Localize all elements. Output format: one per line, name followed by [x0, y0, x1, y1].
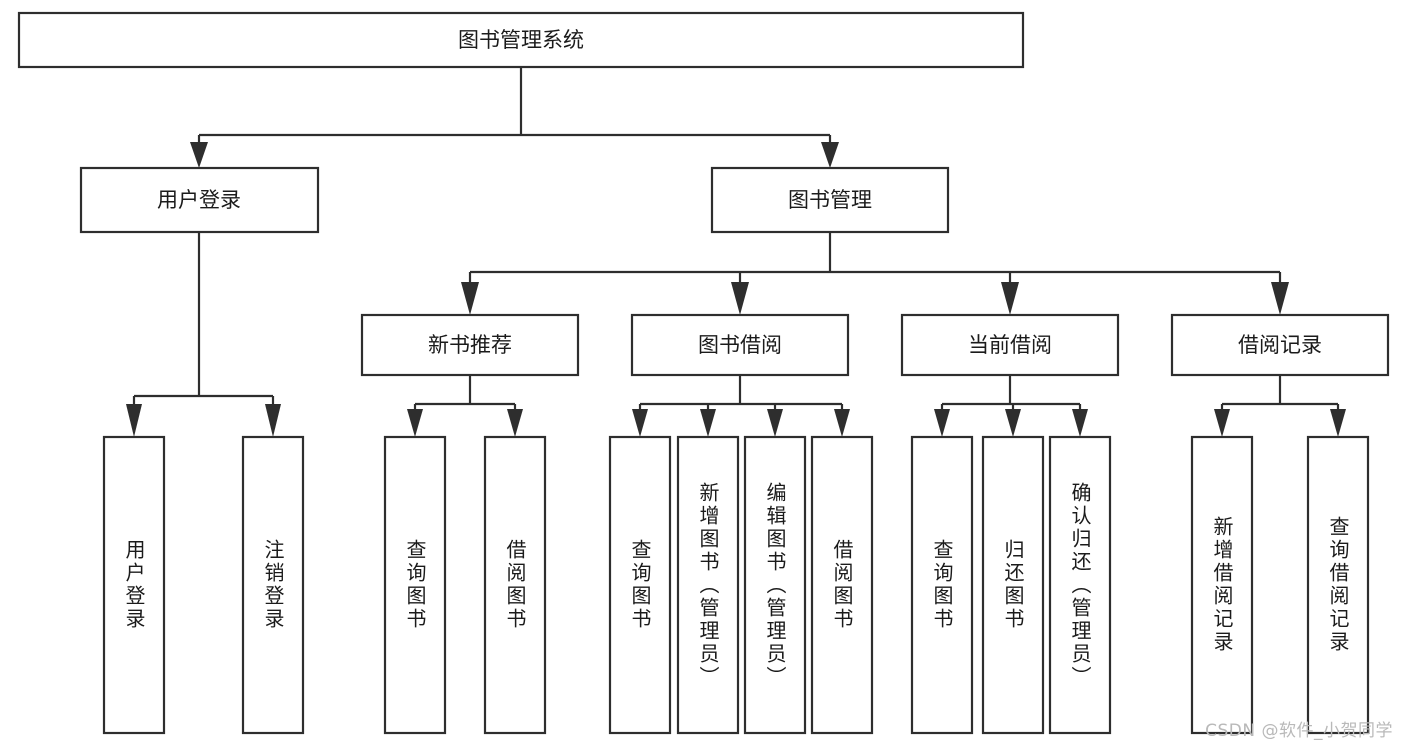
arrow-to-leaf-add-record	[1214, 409, 1230, 437]
node-user-login[interactable]: 用户登录	[79, 166, 320, 234]
connector-group-root	[190, 67, 839, 168]
node-current-borrow[interactable]: 当前借阅	[900, 313, 1120, 377]
node-book-manage[interactable]: 图书管理	[710, 166, 950, 234]
connector-group-new-book-rec	[407, 375, 523, 437]
arrow-to-leaf-query-record	[1330, 409, 1346, 437]
node-book-manage-box[interactable]	[710, 166, 950, 234]
arrow-to-leaf-borrow-book-1	[507, 409, 523, 437]
arrow-to-leaf-confirm-return	[1072, 409, 1088, 437]
arrow-to-new-book-rec	[461, 282, 479, 315]
node-borrow-record[interactable]: 借阅记录	[1170, 313, 1390, 377]
arrow-to-user-login	[190, 142, 208, 168]
node-borrow-record-box[interactable]	[1170, 313, 1390, 377]
node-leaf-borrow-book-2-box[interactable]	[810, 435, 874, 735]
node-book-manage-label: 图书管理	[788, 188, 872, 212]
arrow-to-leaf-logout	[265, 404, 281, 437]
node-leaf-logout-box[interactable]	[241, 435, 305, 735]
node-book-borrow[interactable]: 图书借阅	[630, 313, 850, 377]
node-user-login-label: 用户登录	[157, 188, 241, 212]
arrow-to-book-manage	[821, 142, 839, 168]
node-leaf-add-book-box[interactable]	[676, 435, 740, 735]
connector-group-current-borrow	[934, 375, 1088, 437]
arrow-to-book-borrow	[731, 282, 749, 315]
node-leaf-query-record-box[interactable]	[1306, 435, 1370, 735]
arrow-to-leaf-add-book	[700, 409, 716, 437]
arrow-to-leaf-query-book-1	[407, 409, 423, 437]
node-leaf-add-record-box[interactable]	[1190, 435, 1254, 735]
node-leaf-user-login-box[interactable]	[102, 435, 166, 735]
arrow-to-leaf-query-book-3	[934, 409, 950, 437]
connector-group-book-borrow	[632, 375, 850, 437]
node-leaf-query-book-3-box[interactable]	[910, 435, 974, 735]
node-new-book-rec-label: 新书推荐	[428, 333, 512, 357]
node-leaf-query-book-2-box[interactable]	[608, 435, 672, 735]
node-root[interactable]: 图书管理系统	[17, 11, 1025, 69]
node-leaf-confirm-return-box[interactable]	[1048, 435, 1112, 735]
node-leaf-borrow-book-1-box[interactable]	[483, 435, 547, 735]
arrow-to-leaf-edit-book	[767, 409, 783, 437]
node-book-borrow-label: 图书借阅	[698, 333, 782, 357]
arrow-to-borrow-record	[1271, 282, 1289, 315]
node-borrow-record-label: 借阅记录	[1238, 333, 1322, 357]
arrow-to-leaf-query-book-2	[632, 409, 648, 437]
node-current-borrow-box[interactable]	[900, 313, 1120, 377]
arrow-to-current-borrow	[1001, 282, 1019, 315]
connector-group-borrow-record	[1214, 375, 1346, 437]
node-root-box[interactable]	[17, 11, 1025, 69]
node-leaf-return-book-box[interactable]	[981, 435, 1045, 735]
connector-group-book-manage	[461, 232, 1289, 315]
arrow-to-leaf-user-login	[126, 404, 142, 437]
node-new-book-rec[interactable]: 新书推荐	[360, 313, 580, 377]
arrow-to-leaf-return-book	[1005, 409, 1021, 437]
node-leaf-edit-book-box[interactable]	[743, 435, 807, 735]
node-leaf-query-book-1-box[interactable]	[383, 435, 447, 735]
node-current-borrow-label: 当前借阅	[968, 333, 1052, 357]
node-user-login-box[interactable]	[79, 166, 320, 234]
arrow-to-leaf-borrow-book-2	[834, 409, 850, 437]
node-book-borrow-box[interactable]	[630, 313, 850, 377]
node-new-book-rec-box[interactable]	[360, 313, 580, 377]
connector-group-user-login	[126, 232, 281, 437]
node-root-label: 图书管理系统	[458, 28, 584, 52]
csdn-watermark: CSDN @软件_小贺同学	[1205, 721, 1393, 741]
